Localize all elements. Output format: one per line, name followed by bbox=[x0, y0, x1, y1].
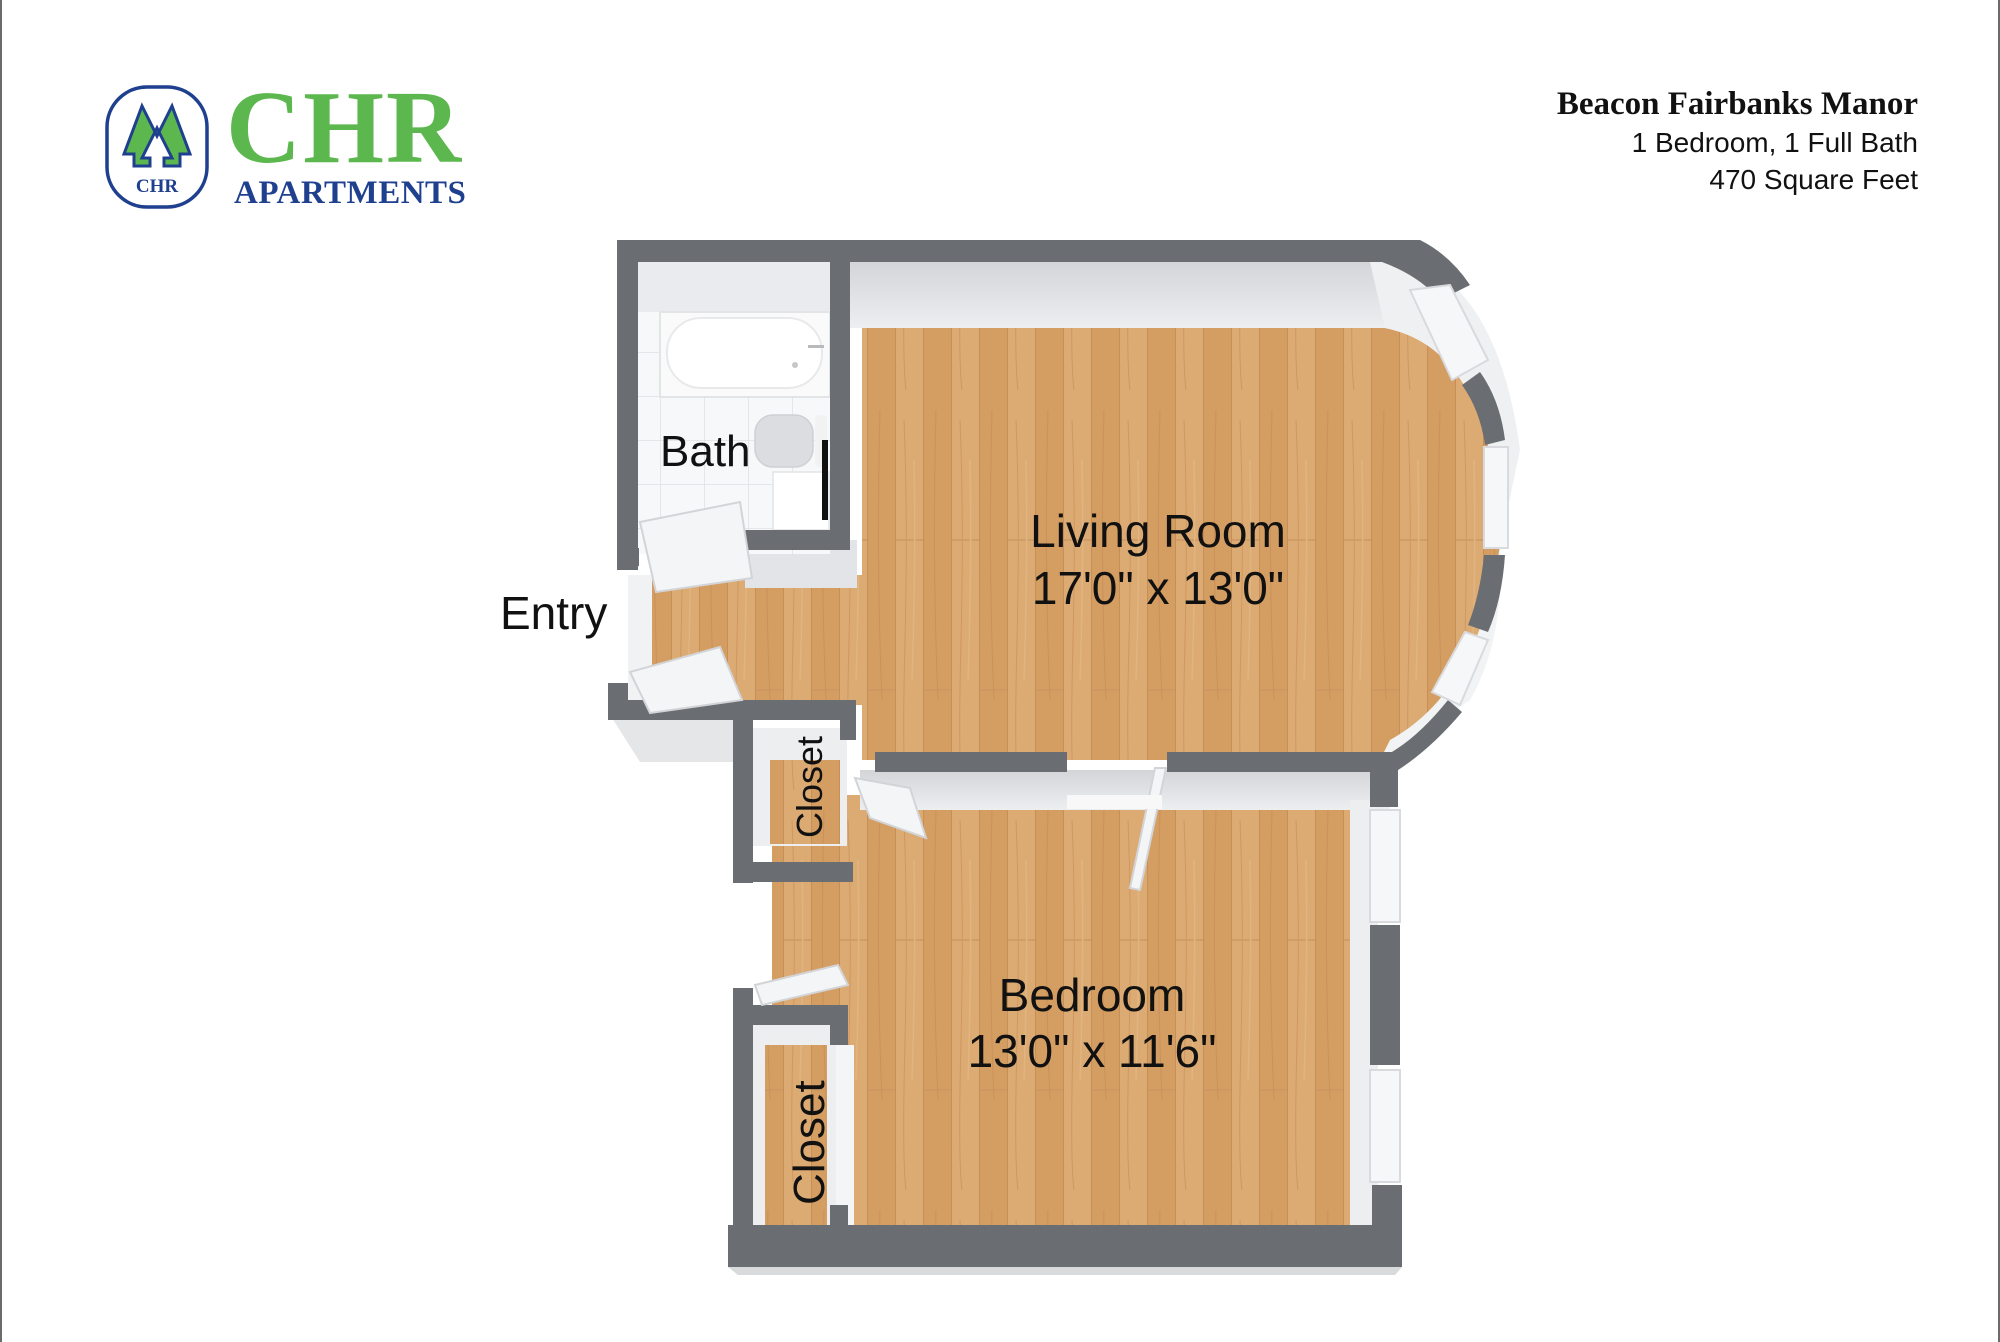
toilet-icon bbox=[754, 414, 827, 468]
closet-1-door bbox=[853, 776, 928, 840]
chr-logo: CHR CHR APARTMENTS bbox=[104, 76, 467, 214]
bedroom-window-1 bbox=[1369, 809, 1401, 923]
chr-badge-icon: CHR bbox=[105, 85, 209, 209]
doors bbox=[628, 500, 1168, 1007]
closet-2 bbox=[748, 1025, 854, 1225]
walls bbox=[608, 240, 1505, 1267]
closet-2-door bbox=[753, 963, 850, 1007]
entry-door bbox=[628, 645, 744, 715]
bedroom-window-2 bbox=[1369, 1069, 1401, 1183]
bathtub-icon bbox=[659, 311, 831, 398]
bath-door bbox=[638, 500, 754, 594]
closet-1 bbox=[752, 728, 847, 846]
bath-label: Bath bbox=[660, 427, 751, 476]
page-border-left bbox=[0, 0, 2, 1342]
unit-area: 470 Square Feet bbox=[1709, 164, 1918, 195]
closet-1-label: Closet bbox=[789, 735, 830, 838]
unit-header: Beacon Fairbanks Manor 1 Bedroom, 1 Full… bbox=[1557, 84, 1918, 198]
brand-wordmark: CHR bbox=[226, 70, 464, 185]
bedroom-dimensions: 13'0" x 11'6" bbox=[967, 1025, 1217, 1077]
page-border-right bbox=[1998, 0, 2000, 1342]
bedroom-label: Bedroom bbox=[998, 969, 1186, 1021]
unit-type: 1 Bedroom, 1 Full Bath bbox=[1631, 127, 1918, 158]
bay-window-3 bbox=[1430, 630, 1490, 707]
living-room bbox=[650, 262, 1520, 760]
entry-label: Entry bbox=[500, 587, 608, 639]
bathroom bbox=[638, 262, 831, 554]
closet-2-label: Closet bbox=[785, 1080, 834, 1205]
property-name: Beacon Fairbanks Manor bbox=[1556, 86, 1918, 122]
bedroom-threshold bbox=[1067, 795, 1162, 809]
svg-text:CHR: CHR bbox=[136, 176, 179, 197]
windows bbox=[1369, 283, 1509, 1183]
living-room-label: Living Room bbox=[1030, 505, 1286, 557]
brand-subtitle: APARTMENTS bbox=[234, 175, 467, 211]
living-room-dimensions: 17'0" x 13'0" bbox=[1031, 562, 1285, 614]
bay-window-1 bbox=[1408, 283, 1490, 382]
bay-window-2 bbox=[1483, 446, 1509, 549]
